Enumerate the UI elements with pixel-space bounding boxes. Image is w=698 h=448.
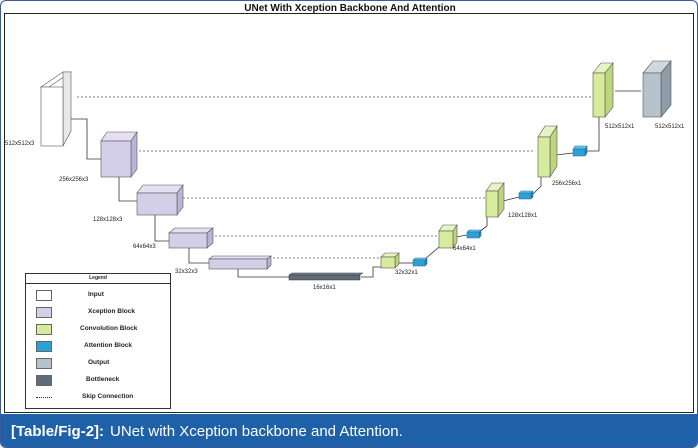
caption-reference: [Table/Fig-2]: [11, 423, 105, 440]
label-output: 512x512x1 [655, 124, 685, 130]
bottleneck-swatch [36, 375, 52, 386]
figure-caption: [Table/Fig-2]: UNet with Xception backbo… [1, 414, 697, 447]
attention-block-4 [572, 145, 588, 157]
convolution-block-5 [592, 62, 614, 118]
xception-block-1 [100, 131, 138, 178]
convolution-block-3 [485, 182, 505, 218]
xception-swatch [36, 307, 52, 318]
connector-enc2-enc3 [154, 214, 169, 242]
input-block [40, 71, 72, 147]
caption-text: UNet with Xception backbone and Attentio… [110, 423, 403, 440]
legend-item-convolution: Convolution Block [36, 324, 166, 338]
convolution-swatch [36, 324, 52, 335]
label-dec3: 128x128x1 [508, 213, 538, 219]
xception-block-2 [136, 184, 184, 216]
legend-label-bottleneck: Bottleneck [86, 376, 120, 383]
legend-item-attention: Attention Block [36, 341, 166, 355]
legend-label-skip: Skip Connection [82, 393, 134, 400]
input-swatch [36, 290, 52, 301]
legend-item-xception: Xception Block [36, 307, 166, 321]
legend-item-bottleneck: Bottleneck [36, 375, 166, 389]
label-enc4: 32x32x3 [175, 269, 198, 275]
diagram-border [4, 13, 694, 413]
attention-block-1 [412, 257, 428, 267]
connector-enc1-enc2 [118, 176, 137, 202]
label-enc2: 128x128x3 [93, 217, 123, 223]
connector-dec2-att2 [455, 234, 468, 238]
label-input: 512x512x3 [5, 141, 35, 147]
connector-input-enc1 [69, 118, 101, 160]
skip-connections [77, 96, 591, 259]
connector-enc3-enc4 [188, 247, 209, 264]
convolution-block-2 [438, 224, 458, 249]
convolution-block-1 [380, 252, 400, 269]
legend-label-convolution: Convolution Block [80, 325, 138, 332]
skip-connection-swatch [36, 397, 52, 398]
connector-att3-dec4 [530, 177, 542, 197]
label-dec1: 32x32x1 [395, 270, 418, 276]
convolution-block-4 [537, 124, 558, 179]
connector-dec4-att4 [555, 152, 574, 156]
connector-att4-dec5 [585, 117, 600, 152]
label-dec2: 64x64x1 [453, 246, 476, 252]
legend-label-xception: Xception Block [88, 308, 135, 315]
connector-att2-dec3 [478, 213, 488, 233]
legend: Legend Input Xception Block Convolution … [25, 273, 171, 409]
xception-block-4 [208, 255, 272, 270]
attention-block-3 [518, 190, 534, 200]
unet-diagram: 512x512x3 256x256x3 128x128x3 64x64x3 32… [5, 60, 685, 291]
connector-enc4-bottleneck [237, 268, 289, 278]
connector-att1-dec2 [424, 246, 440, 260]
label-enc1: 256x256x3 [59, 177, 89, 183]
legend-label-attention: Attention Block [84, 342, 133, 349]
output-swatch [36, 358, 52, 369]
label-enc3: 64x64x3 [133, 244, 156, 250]
legend-item-skip: Skip Connection [36, 392, 166, 406]
attention-swatch [36, 341, 52, 352]
legend-label-input: Input [88, 291, 104, 298]
output-block [642, 60, 672, 118]
attention-block-2 [466, 229, 482, 239]
label-dec4: 256x256x1 [552, 181, 582, 187]
connector-dec3-att3 [502, 196, 520, 202]
legend-item-input: Input [36, 290, 166, 304]
label-dec5: 512x512x1 [605, 124, 635, 130]
connector-bottleneck-dec1 [361, 266, 381, 278]
figure-title: UNet With Xception Backbone And Attentio… [244, 3, 456, 14]
legend-label-output: Output [88, 359, 110, 366]
bottleneck-block [288, 272, 364, 281]
connectors [69, 90, 641, 278]
xception-block-3 [168, 227, 214, 249]
legend-item-output: Output [36, 358, 166, 372]
label-bottleneck: 16x16x1 [313, 285, 336, 291]
legend-title: Legend [26, 274, 170, 284]
